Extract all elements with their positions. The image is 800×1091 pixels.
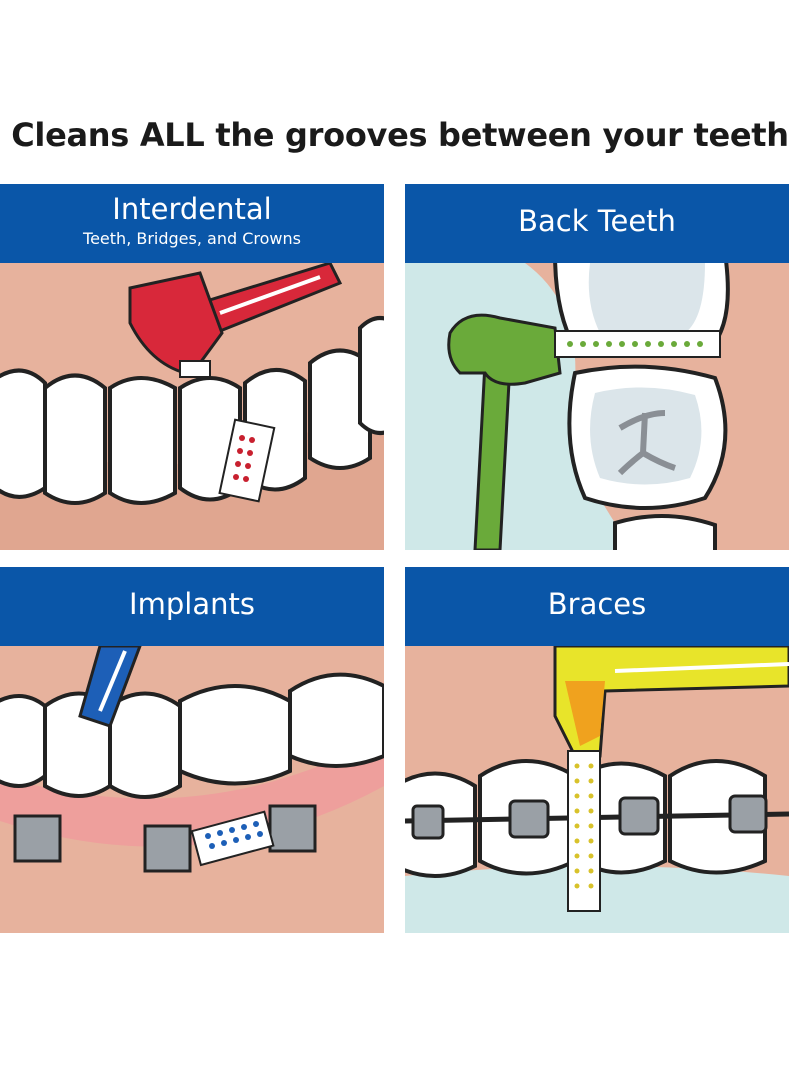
upper-teeth [0,672,384,799]
blue-brush-icon [78,646,275,867]
page-headline: Cleans ALL the grooves between your teet… [11,116,789,154]
panel-title: Implants [129,587,255,621]
panel-title: Back Teeth [518,204,676,238]
panel-header: Back Teeth [405,184,789,263]
back-teeth-illustration [405,263,789,550]
panel-header: Implants [0,567,384,646]
green-brush-icon [447,313,721,550]
panel-title: Interdental [112,192,272,226]
panel-title: Braces [547,587,647,621]
panel-interdental: Interdental Teeth, Bridges, and Crowns [0,184,384,550]
yellow-brush-icon [553,646,789,912]
panel-braces: Braces [405,567,789,933]
panel-back-teeth: Back Teeth [405,184,789,550]
panel-header: Interdental Teeth, Bridges, and Crowns [0,184,384,263]
implants-illustration [0,646,384,933]
brackets [411,794,768,840]
panel-header: Braces [405,567,789,646]
braces-illustration [405,646,789,933]
panel-subtitle: Teeth, Bridges, and Crowns [83,228,301,248]
panel-implants: Implants [0,567,384,933]
implant-posts [13,804,317,873]
interdental-illustration [0,263,384,550]
red-brush-icon [128,263,343,503]
